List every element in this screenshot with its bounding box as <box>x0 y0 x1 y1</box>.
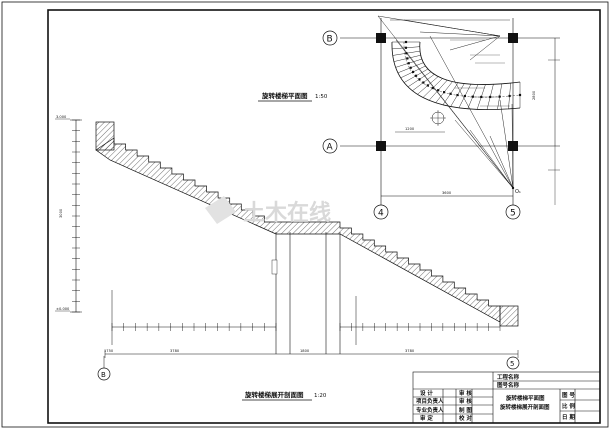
tb-design: 设 计 <box>420 389 433 397</box>
railing-post <box>431 86 434 90</box>
axis-label-a: A <box>327 143 334 153</box>
section-dim-mid: 1800 <box>300 349 310 353</box>
railing-post <box>463 94 467 98</box>
section-level-top: 3.000 <box>56 115 67 119</box>
tb-key-1: 图 号 <box>562 391 575 399</box>
tb-drawing-name-2: 旋转楼梯展开剖面图 <box>499 403 550 411</box>
axis-bubble-4 <box>373 204 389 220</box>
railing-post <box>404 46 408 49</box>
axis-label-5: 5 <box>510 209 516 219</box>
railing-post <box>418 78 421 81</box>
watermark: 土木在线 <box>205 196 331 226</box>
axis-label-4: 4 <box>378 209 384 219</box>
plan-dim-right: 2800 <box>532 90 536 100</box>
railing-post <box>456 93 459 97</box>
tb-draw: 制 图 <box>459 406 472 414</box>
svg-text:1750: 1750 <box>104 349 114 353</box>
spiral-stair-inner-edge <box>419 41 521 85</box>
railing-post <box>406 57 409 60</box>
plan-o1-label: O₁ <box>515 189 521 195</box>
tb-review: 审 核 <box>459 397 472 405</box>
tb-owner: 项目负责人 <box>416 397 444 405</box>
railing-post <box>407 62 410 65</box>
spiral-stair-outer-edge <box>391 41 521 110</box>
axis-label-b: B <box>327 35 333 45</box>
plan-dim-bottom: 3600 <box>442 191 452 195</box>
tb-key-2: 比 例 <box>562 402 575 410</box>
section-title: 旋转楼梯展开剖面图 <box>244 390 304 399</box>
axis-bubble-b <box>322 30 338 46</box>
stair-slab <box>95 137 501 323</box>
section-dim-right: 3780 <box>405 349 415 353</box>
railing-post <box>422 81 425 84</box>
sheet-inner-border <box>47 9 601 424</box>
railing-post <box>437 89 440 92</box>
bottom-landing <box>499 305 519 327</box>
plan-scale: 1:50 <box>315 94 328 100</box>
svg-text:5: 5 <box>510 360 514 368</box>
plan-column <box>376 33 386 43</box>
section-dim-left: 3780 <box>170 349 180 353</box>
plan-column <box>376 141 386 151</box>
svg-text:3000: 3000 <box>59 208 63 218</box>
tb-approve: 审 定 <box>420 414 433 422</box>
railing-post <box>426 84 429 87</box>
railing-post <box>411 70 415 74</box>
railing-post <box>508 94 511 98</box>
plan-title: 旋转楼梯平面图 <box>261 91 308 100</box>
plan-column <box>508 141 518 151</box>
axis-bubble-a <box>322 138 338 154</box>
railing-post <box>404 40 408 44</box>
svg-text:土木在线: 土木在线 <box>243 200 331 226</box>
plan-view: 3600 1200 2800 <box>258 15 560 220</box>
tb-check: 审 核 <box>459 389 472 397</box>
tb-drawing-number: 图号名称 <box>497 381 520 389</box>
railing-post <box>498 95 501 98</box>
radius-rays <box>377 15 514 189</box>
railing-post <box>518 93 522 97</box>
plan-dim-mid: 1200 <box>405 127 415 131</box>
railing-post <box>471 95 474 98</box>
section-scale: 1:20 <box>314 393 327 399</box>
tb-key-3: 日 期 <box>562 413 575 421</box>
axis-bubble-5-section <box>506 356 520 370</box>
plan-column <box>508 33 518 43</box>
railing-post <box>414 74 418 77</box>
railing-post <box>449 92 452 95</box>
tb-verify: 校 对 <box>459 414 472 422</box>
tb-project-name: 工程名称 <box>497 373 520 381</box>
tb-professional: 专业负责人 <box>416 406 444 414</box>
section-view: 3.000 ±0.000 3000 3780 1800 3780 1750 <box>55 115 520 401</box>
tb-drawing-name-1: 旋转楼梯平面图 <box>505 394 545 402</box>
svg-text:B: B <box>101 371 106 379</box>
title-block <box>412 371 601 424</box>
axis-bubble-5 <box>505 204 521 220</box>
railing-post <box>443 91 446 94</box>
section-level-bottom: ±0.000 <box>56 307 70 311</box>
railing-post <box>409 66 412 69</box>
